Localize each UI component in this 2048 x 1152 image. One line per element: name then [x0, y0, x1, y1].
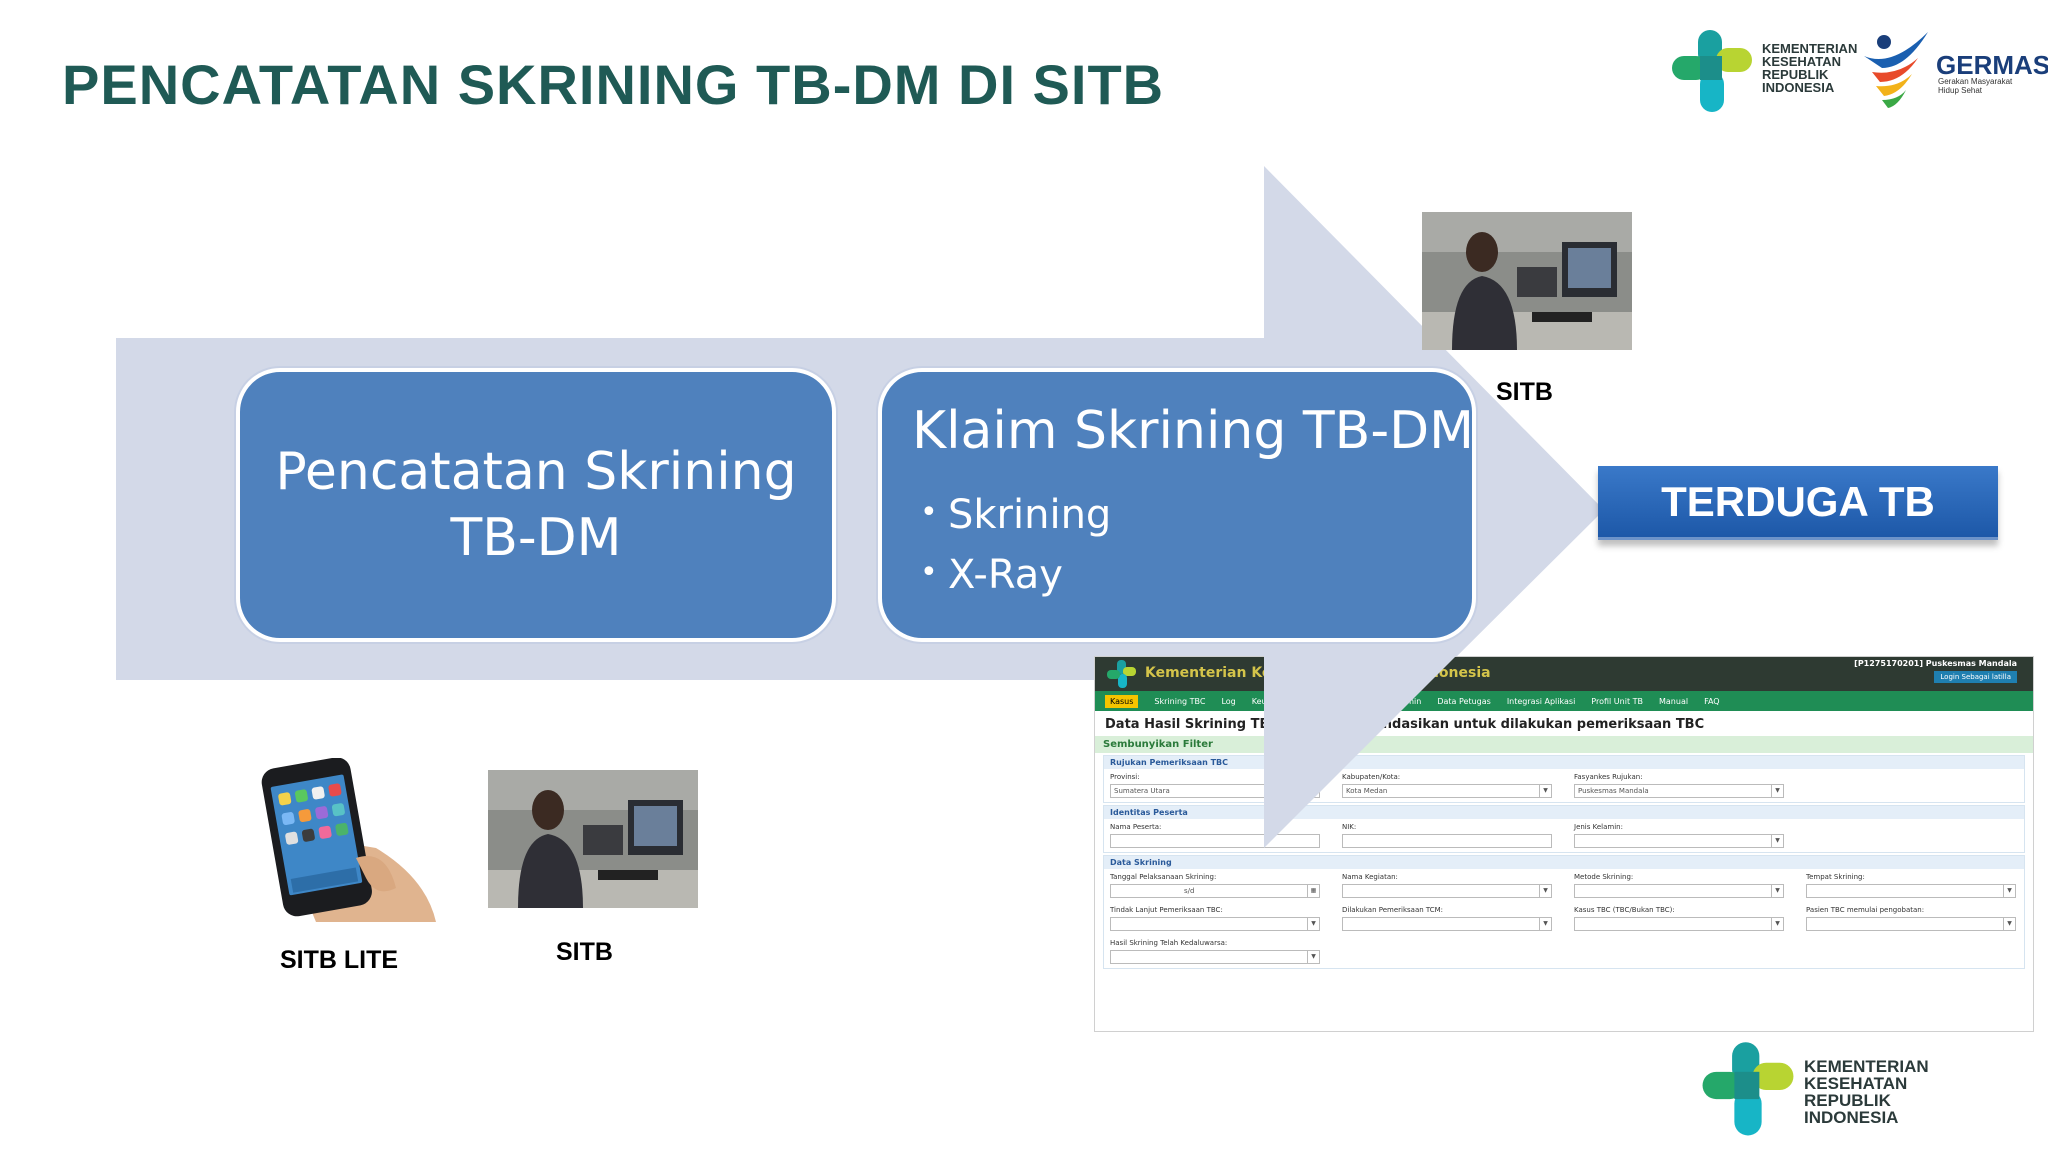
jenis-kelamin-field[interactable]: Jenis Kelamin:▼: [1574, 823, 1784, 848]
step-box-klaim-list: •Skrining •X-Ray: [912, 484, 1472, 604]
tanggal-skrining-field[interactable]: Tanggal Pelaksanaan Skrining:s/d▦: [1110, 873, 1320, 898]
nav-item-home[interactable]: Home: [1356, 696, 1380, 706]
nama-peserta-field[interactable]: Nama Peserta:: [1110, 823, 1320, 848]
caption-phone: SITB LITE: [280, 946, 399, 974]
nav-item-faq[interactable]: FAQ: [1704, 696, 1720, 706]
germas-logo-icon: [1864, 32, 1928, 108]
chevron-down-icon: ▼: [1539, 785, 1551, 797]
nav-item-integrasi[interactable]: Integrasi Aplikasi: [1506, 696, 1576, 706]
chevron-down-icon: ▼: [1771, 785, 1783, 797]
chevron-down-icon: ▼: [1771, 835, 1783, 847]
nav-item-admin[interactable]: Admin: [1395, 696, 1422, 706]
kedaluwarsa-field[interactable]: Hasil Skrining Telah Kedaluwarsa:▼: [1110, 939, 1320, 964]
germas-logo-word: GERMAS: [1936, 50, 2048, 80]
germas-logo-subtitle: Gerakan Masyarakat Hidup Sehat: [1938, 77, 2013, 95]
nav-item-manual[interactable]: Manual: [1659, 696, 1689, 706]
app-page-title: Data Hasil Skrining TB yang direkomendas…: [1105, 717, 1705, 732]
app-brand: Kementerian Kesehatan Republik Indonesia: [1145, 665, 1491, 681]
filter-toggle[interactable]: Sembunyikan Filter: [1095, 736, 2033, 753]
sitb-app-screenshot: Kementerian Kesehatan Republik Indonesia…: [1094, 656, 2034, 1032]
caption-top-photo: SITB: [1496, 378, 1553, 406]
chevron-down-icon: ▼: [1539, 885, 1551, 897]
section-heading: Identitas Peserta: [1104, 806, 2024, 819]
chevron-down-icon: ▼: [1307, 918, 1319, 930]
step-box-pencatatan-text: Pencatatan Skrining TB-DM: [275, 442, 797, 568]
result-terduga-tb: TERDUGA TB: [1598, 466, 1998, 540]
header-logos: KEMENTERIAN KESEHATAN REPUBLIK INDONESIA…: [1670, 26, 2048, 126]
step-box-pencatatan: Pencatatan Skrining TB-DM: [236, 368, 836, 642]
section-heading: Data Skrining: [1104, 856, 2024, 869]
operator-photo-top: [1422, 212, 1632, 350]
pasien-pengobatan-field[interactable]: Pasien TBC memulai pengobatan:▼: [1806, 906, 2016, 931]
step-box-klaim-heading: Klaim Skrining TB-DM: [912, 401, 1474, 461]
provinsi-field[interactable]: Provinsi:Sumatera Utara▼: [1110, 773, 1320, 798]
list-item: •X-Ray: [920, 552, 1063, 598]
filter-section-skrining: Data Skrining Tanggal Pelaksanaan Skrini…: [1103, 855, 2025, 969]
app-nav: Kasus Skrining TBC Log Keuangan Laporan …: [1095, 691, 2033, 711]
kemenkes-logo-text: KEMENTERIAN KESEHATAN REPUBLIK INDONESIA: [1804, 1057, 1929, 1127]
nama-kegiatan-field[interactable]: Nama Kegiatan:▼: [1342, 873, 1552, 898]
kemenkes-logo-text: KEMENTERIAN KESEHATAN REPUBLIK INDONESIA: [1762, 41, 1858, 95]
filter-section-identitas: Identitas Peserta Nama Peserta: NIK: Jen…: [1103, 805, 2025, 853]
filter-section-rujukan: Rujukan Pemeriksaan TBC Provinsi:Sumater…: [1103, 755, 2025, 803]
chevron-down-icon: ▼: [1771, 918, 1783, 930]
nav-item-profil[interactable]: Profil Unit TB: [1591, 696, 1643, 706]
step-box-klaim: Klaim Skrining TB-DM •Skrining •X-Ray: [878, 368, 1476, 642]
kasus-tbc-field[interactable]: Kasus TBC (TBC/Bukan TBC):▼: [1574, 906, 1784, 931]
chevron-down-icon: ▼: [1539, 918, 1551, 930]
nav-item-skrining[interactable]: Skrining TBC: [1154, 696, 1206, 706]
nav-item-keuangan[interactable]: Keuangan: [1251, 696, 1292, 706]
kemenkes-logo-icon: [1702, 1042, 1794, 1136]
chevron-down-icon: ▼: [2003, 885, 2015, 897]
chevron-down-icon: ▼: [1307, 785, 1319, 797]
app-header: Kementerian Kesehatan Republik Indonesia…: [1095, 657, 2033, 691]
nik-field[interactable]: NIK:: [1342, 823, 1552, 848]
login-button[interactable]: Login Sebagai latilla: [1934, 671, 2017, 683]
chevron-down-icon: ▼: [1771, 885, 1783, 897]
slide-title: PENCATATAN SKRINING TB-DM DI SITB: [62, 53, 1165, 116]
operator-photo-bottom: [488, 770, 698, 908]
tindak-lanjut-field[interactable]: Tindak Lanjut Pemeriksaan TBC:▼: [1110, 906, 1320, 931]
fasyankes-field[interactable]: Fasyankes Rujukan:Puskesmas Mandala▼: [1574, 773, 1784, 798]
kabupaten-field[interactable]: Kabupaten/Kota:Kota Medan▼: [1342, 773, 1552, 798]
chevron-down-icon: ▼: [1307, 951, 1319, 963]
caption-bottom-photo: SITB: [556, 938, 613, 966]
nav-item-laporan[interactable]: Laporan: [1307, 696, 1341, 706]
app-org-label: [P1275170201] Puskesmas Mandala: [1854, 659, 2017, 668]
app-logo-icon: [1107, 660, 1136, 688]
nav-item-kasus[interactable]: Kasus: [1105, 694, 1139, 708]
kemenkes-logo-icon: [1672, 30, 1752, 112]
chevron-down-icon: ▼: [2003, 918, 2015, 930]
nav-item-data-petugas[interactable]: Data Petugas: [1437, 696, 1491, 706]
pemeriksaan-tcm-field[interactable]: Dilakukan Pemeriksaan TCM:▼: [1342, 906, 1552, 931]
calendar-icon: ▦: [1307, 885, 1319, 897]
phone-image: [256, 757, 436, 922]
section-heading: Rujukan Pemeriksaan TBC: [1104, 756, 2024, 769]
footer-logo: KEMENTERIAN KESEHATAN REPUBLIK INDONESIA: [1700, 1040, 2000, 1140]
nav-item-log[interactable]: Log: [1221, 696, 1236, 706]
list-item: •Skrining: [920, 492, 1112, 538]
tempat-skrining-field[interactable]: Tempat Skrining:▼: [1806, 873, 2016, 898]
metode-skrining-field[interactable]: Metode Skrining:▼: [1574, 873, 1784, 898]
